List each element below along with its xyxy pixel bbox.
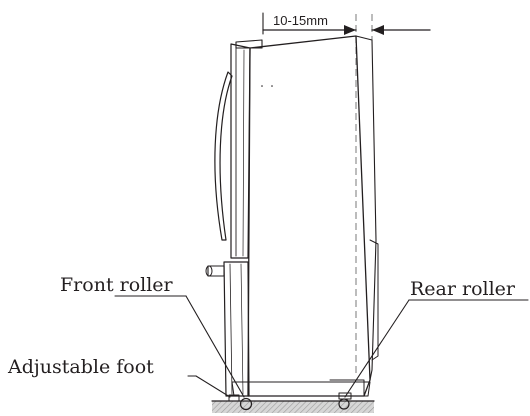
front-roller-label: Front roller xyxy=(60,274,174,296)
upper-door-handle xyxy=(214,71,233,241)
gap-dimension xyxy=(262,12,431,35)
adjustable-foot-label: Adjustable foot xyxy=(7,356,154,378)
gap-label: 10-15mm xyxy=(273,13,328,28)
lower-door-handle xyxy=(205,265,225,277)
adjustable-foot-callout xyxy=(187,375,231,398)
lower-door xyxy=(223,261,250,397)
refrigerator-body xyxy=(235,35,379,397)
front-roller xyxy=(239,397,253,411)
adjustable-foot xyxy=(228,394,240,402)
rear-roller-label: Rear roller xyxy=(410,278,516,300)
floor xyxy=(211,400,375,413)
rear-roller-callout xyxy=(344,299,529,398)
front-roller-callout xyxy=(114,295,245,398)
base-assembly xyxy=(231,379,371,397)
upper-door xyxy=(230,43,251,259)
